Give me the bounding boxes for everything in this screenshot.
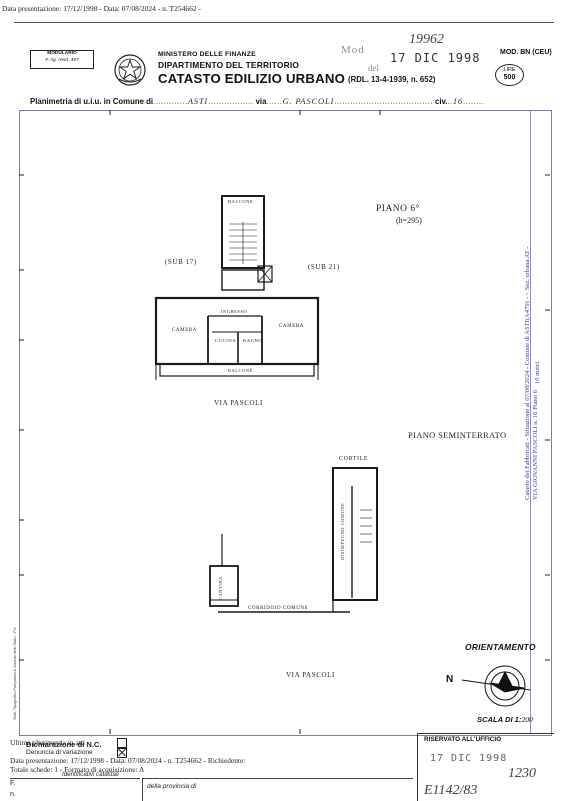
civ-label: civ. [435, 97, 448, 106]
cellar-label: CANTINA [218, 576, 223, 600]
footer-denuncia: Denuncia di variazione [26, 749, 93, 756]
footer-data-presentazione: Data presentazione: 17/12/1998 - Data: 0… [10, 756, 246, 765]
street-bottom-label: VIA PASCOLI [286, 671, 335, 679]
via-label: via [255, 97, 267, 106]
law-reference: (RDL. 13-4-1939, n. 652) [348, 75, 436, 84]
left-margin-printer: Stab. Tipografico Pampaloni & Zanella de… [13, 626, 17, 720]
sub-right-label: (SUB 21) [308, 263, 340, 271]
balcony-bottom-label: BALCONE [228, 368, 253, 373]
province-label: della provincia di [147, 783, 197, 790]
room-cucina: CUCINA [215, 338, 237, 343]
right-margin-note: Catasto dei Fabbricati - Situazione al 0… [524, 246, 540, 500]
lire-value: 500 [503, 74, 516, 81]
common-lobby-label: DISIMPEGNO COMUNE [340, 502, 345, 560]
room-bagno: BAGNO [243, 338, 263, 343]
room-camera-right: CAMERA [279, 324, 304, 329]
ministry-name: MINISTERO DELLE FINANZE [158, 51, 256, 58]
republic-emblem-icon [114, 54, 146, 86]
room-ingresso: INGRESSO [221, 309, 248, 314]
planimetry-label: Planimetria di u.i.u. in Comune di [30, 97, 154, 106]
top-presentation-line: Data presentazione: 17/12/1998 - Data: 0… [2, 4, 201, 13]
floor-6-label: PIANO 6° [376, 204, 420, 214]
basement-floor-label: PIANO SEMINTERRATO [408, 431, 507, 440]
room-camera-left: CAMERA [172, 328, 197, 333]
right-margin-line1: Catasto dei Fabbricati - Situazione al 0… [524, 246, 531, 500]
scale-row: SCALA DI 1:200 [477, 715, 533, 724]
office-handwritten-code: E1142/83 [424, 783, 478, 798]
office-reserved-box [417, 733, 554, 801]
floor-6-height: (h=295) [396, 216, 422, 225]
civ-value: 16 [452, 96, 464, 106]
sub-left-label: (SUB 17) [165, 258, 197, 266]
scale-value: 200 [521, 715, 533, 724]
footer-ultima: Ultima planimetria in atti [10, 738, 85, 747]
lire-label: LIRE [503, 67, 516, 73]
right-margin-line2: VIA GIOVANNI PASCOLI n. 16 Piano 6 [532, 389, 539, 500]
department-name: DIPARTIMENTO DEL TERRITORIO [158, 60, 300, 70]
office-reserved-label: RISERVATO ALL'UFFICIO [424, 736, 502, 743]
office-handwritten-number: 1230 [508, 766, 536, 781]
compass-rose-icon [461, 665, 531, 707]
planimetry-row: Planimetria di u.i.u. in Comune di......… [30, 96, 485, 106]
modulario-label: MODULARIO [47, 51, 77, 56]
footer-dichiarazione: Dichiarazione di N.C. [26, 740, 102, 749]
stamp-mod: Mod [341, 44, 365, 56]
modulario-code: F. rig. rend. 497 [45, 57, 79, 63]
denuncia-checkbox[interactable] [117, 748, 127, 758]
courtyard-label: CORTILE [339, 456, 369, 462]
street-top-label: VIA PASCOLI [214, 399, 263, 407]
dichiarazione-checkbox[interactable] [117, 738, 127, 748]
orientation-label: ORIENTAMENTO [465, 642, 536, 652]
footer-totale-schede: Totale schede: 1 - Formato di acquisizio… [10, 765, 145, 774]
drawing-frame-column [530, 110, 531, 734]
comune-value: ASTI [187, 96, 209, 106]
footer-identificativi: Identificativi catastali [62, 771, 119, 778]
field-numero: n. [10, 791, 16, 798]
common-corridor-label: CORRIDOIO COMUNE [248, 606, 309, 611]
drawing-frame [19, 110, 552, 736]
right-scale-note: 10 metri [534, 361, 541, 384]
modulario-box: MODULARIO F. rig. rend. 497 [30, 50, 94, 69]
stamp-date: 17 DIC 1998 [390, 51, 481, 65]
header-rule [14, 22, 554, 23]
scale-label: SCALA DI 1: [477, 715, 522, 724]
office-stamp-date: 17 DIC 1998 [430, 753, 508, 764]
north-label: N [446, 674, 454, 685]
stamp-del: del [368, 63, 379, 73]
field-foglio: F. [10, 780, 16, 787]
via-value: G. PASCOLI [282, 96, 335, 106]
document-title: CATASTO EDILIZIO URBANO [158, 71, 346, 86]
identifiers-box [10, 778, 140, 801]
stamp-protocol-number: 19962 [409, 32, 444, 47]
balcony-top-label: BALCONE [228, 199, 254, 204]
revenue-stamp: LIRE 500 [495, 64, 524, 86]
province-box [142, 778, 413, 801]
model-code: MOD. BN (CEU) [500, 49, 552, 56]
